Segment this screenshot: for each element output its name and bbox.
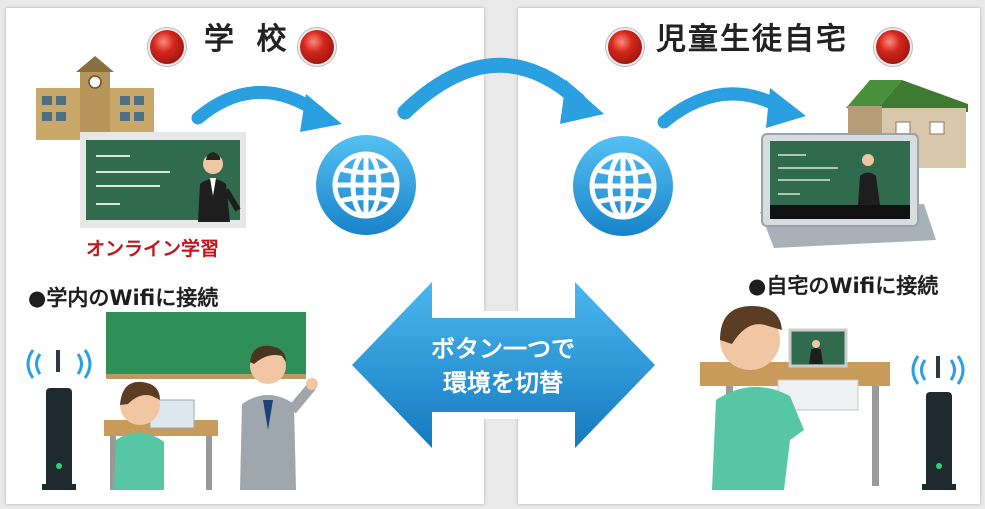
school-wifi-label: ●学内のWifiに接続 [28, 286, 219, 310]
red-dot-icon [608, 30, 642, 64]
student-figure [114, 381, 164, 490]
teacher-figure [198, 152, 241, 222]
wifi-router-icon [26, 349, 92, 490]
red-dot-icon [300, 30, 334, 64]
switch-double-arrow[interactable] [345, 275, 662, 455]
switch-button-label-line1: ボタン一つで [431, 335, 575, 363]
teacher-figure [240, 345, 318, 490]
tablet-icon [760, 133, 936, 248]
home-title: 児童生徒自宅 [656, 22, 848, 57]
switch-button-label-line2: 環境を切替 [443, 369, 563, 397]
school-building-icon [36, 56, 154, 140]
flow-arrow-school-to-globe [191, 86, 342, 132]
globe-icon [316, 135, 416, 235]
red-dot-icon [876, 30, 910, 64]
flow-arrow-globe-to-home [657, 87, 806, 129]
student-figure [712, 306, 804, 490]
home-desk [700, 328, 890, 486]
school-title: 学 校 [204, 22, 293, 57]
red-dot-icon [150, 30, 184, 64]
wifi-router-icon [911, 355, 965, 490]
flow-arrow-globe-to-globe [397, 57, 604, 124]
globe-icon [573, 136, 673, 236]
online-learning-label: オンライン学習 [86, 238, 220, 260]
home-wifi-label: ●自宅のWifiに接続 [748, 274, 939, 298]
